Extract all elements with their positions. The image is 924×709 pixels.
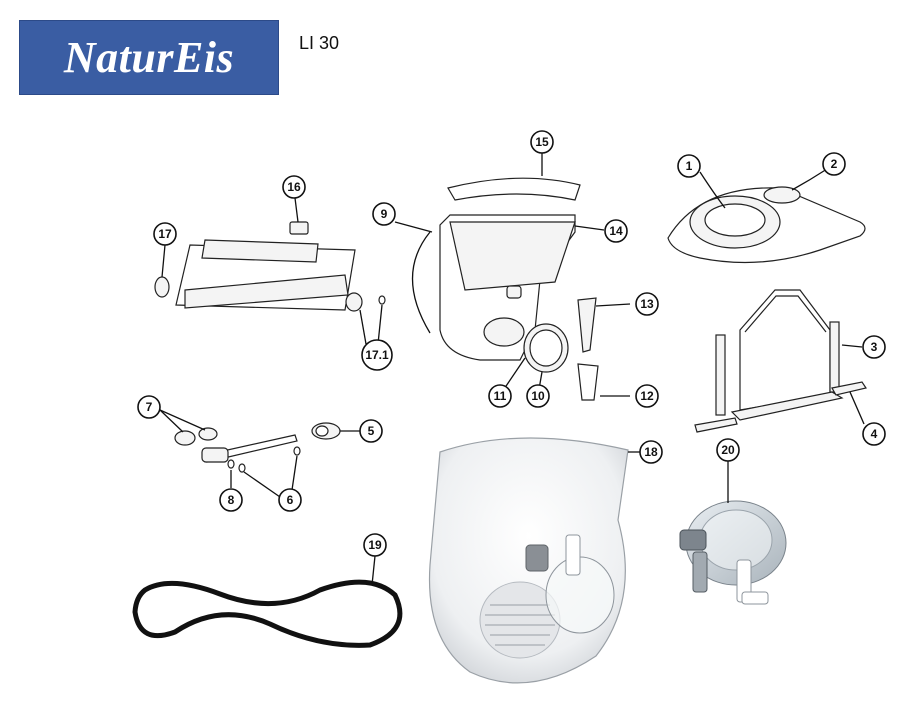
callout-19: 19: [363, 533, 387, 557]
svg-text:18: 18: [644, 445, 658, 459]
logo-text: NaturEis: [63, 33, 235, 82]
part-tray: [154, 197, 386, 345]
brand-logo: NaturEis: [19, 20, 279, 95]
callout-17-1: 17.1: [361, 339, 393, 371]
callout-4: 4: [862, 422, 886, 446]
svg-text:13: 13: [640, 297, 654, 311]
callout-9: 9: [372, 202, 396, 226]
callout-12: 12: [635, 384, 659, 408]
svg-text:10: 10: [531, 389, 545, 403]
svg-text:20: 20: [721, 443, 735, 457]
callout-18: 18: [639, 440, 663, 464]
callout-5: 5: [359, 419, 383, 443]
svg-text:11: 11: [494, 389, 507, 403]
svg-text:9: 9: [381, 207, 388, 221]
svg-text:8: 8: [228, 493, 235, 507]
callout-15: 15: [530, 130, 554, 154]
callout-6: 6: [278, 488, 302, 512]
svg-text:17: 17: [158, 227, 172, 241]
callout-13: 13: [635, 292, 659, 316]
part-5-bushing: [311, 422, 360, 440]
callout-10: 10: [526, 384, 550, 408]
callout-16: 16: [282, 175, 306, 199]
callout-2: 2: [822, 152, 846, 176]
svg-text:16: 16: [287, 180, 301, 194]
callout-11: 11: [488, 384, 512, 408]
callout-20: 20: [716, 438, 740, 462]
svg-text:15: 15: [535, 135, 549, 149]
part-frame: [694, 289, 867, 433]
callout-17: 17: [153, 222, 177, 246]
callout-3: 3: [862, 335, 886, 359]
svg-text:14: 14: [609, 224, 623, 238]
callout-8: 8: [219, 488, 243, 512]
callout-1: 1: [677, 154, 701, 178]
part-19-belt: [132, 555, 403, 648]
svg-text:12: 12: [640, 389, 654, 403]
svg-text:3: 3: [871, 340, 878, 354]
part-20-mechanism-photo: [679, 461, 787, 605]
svg-text:6: 6: [287, 493, 294, 507]
part-shaft-assembly: [159, 409, 301, 498]
svg-text:19: 19: [368, 538, 382, 552]
model-label: LI 30: [299, 33, 340, 53]
svg-text:4: 4: [871, 427, 878, 441]
part-housing: [394, 153, 631, 401]
svg-text:2: 2: [831, 157, 838, 171]
svg-text:7: 7: [146, 400, 153, 414]
svg-text:5: 5: [368, 424, 375, 438]
part-18-housing-photo: [428, 437, 640, 684]
callout-14: 14: [604, 219, 628, 243]
part-lid: [667, 168, 866, 264]
svg-text:17.1: 17.1: [365, 348, 389, 362]
svg-text:1: 1: [686, 159, 693, 173]
callout-7: 7: [137, 395, 161, 419]
